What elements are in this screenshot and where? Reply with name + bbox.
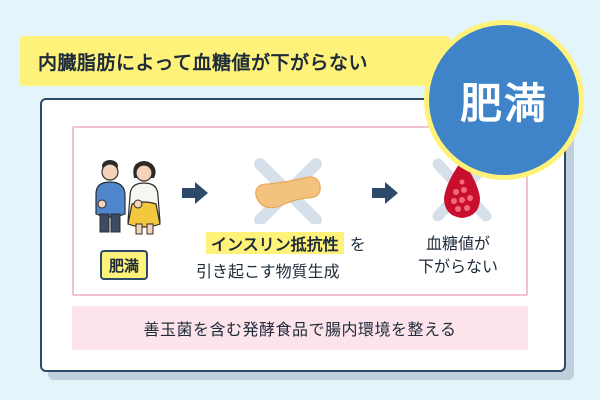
blood-sugar-line1: 血糖値が [425,234,490,253]
arrow-right-icon [372,182,398,204]
insulin-resistance-highlight: インスリン抵抗性 [206,232,344,254]
flow-box [72,126,528,296]
insulin-resistance-text: インスリン抵抗性 を [206,232,366,254]
advice-bar: 善玉菌を含む発酵食品で腸内環境を整える [72,306,528,350]
obesity-badge: 肥満 [424,20,584,180]
insulin-resistance-suffix: を [349,235,366,254]
arrow-right-icon [182,182,208,204]
page-title-text: 内臓脂肪によって血糖値が下がらない [38,51,368,74]
pancreas-crossed-icon [254,158,322,224]
advice-text: 善玉菌を含む発酵食品で腸内環境を整える [143,320,457,339]
substance-production-text: 引き起こす物質生成 [196,262,340,281]
couple-icon [95,160,161,235]
blood-sugar-line2: 下がらない [417,257,498,276]
page-title: 内臓脂肪によって血糖値が下がらない [20,36,450,86]
obesity-badge-text: 肥満 [459,78,548,128]
obesity-label: 肥満 [100,250,149,280]
obesity-label-text: 肥満 [109,256,140,275]
blood-sugar-text: 血糖値が 下がらない [406,232,510,278]
